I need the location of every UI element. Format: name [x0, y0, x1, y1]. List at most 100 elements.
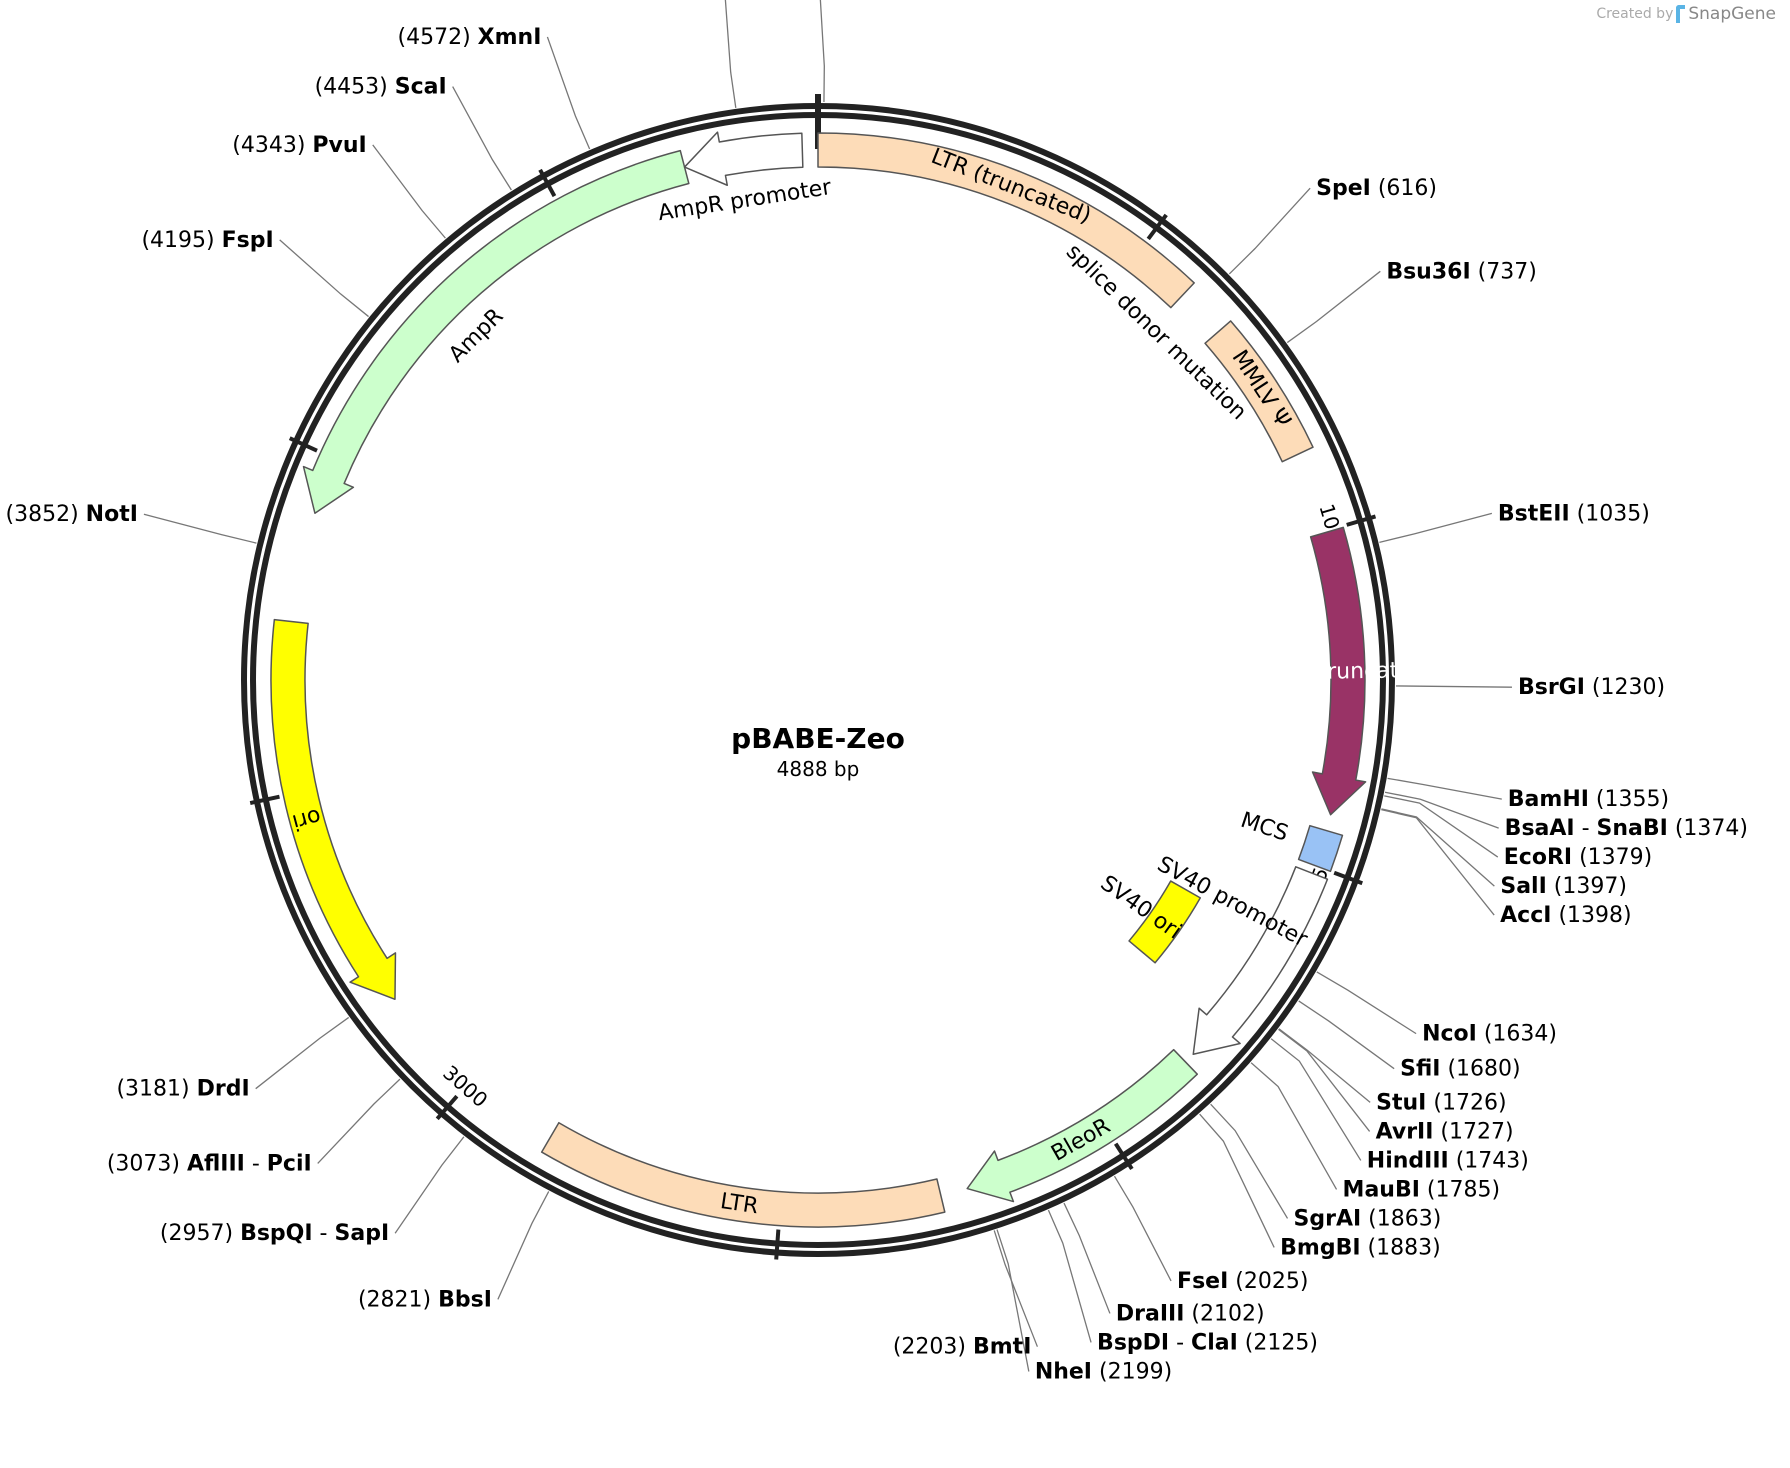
site-sgrai: SgrAI (1863)	[1210, 1103, 1441, 1231]
site-label: (3852) NotI	[6, 502, 138, 527]
site-leader-line	[819, 0, 825, 103]
site-bbsi: (2821) BbsI	[358, 1191, 550, 1312]
site-stui: StuI (1726)	[1278, 1028, 1507, 1115]
site-leader-line	[724, 0, 737, 108]
site-label: HindIII (1743)	[1367, 1148, 1529, 1173]
enzyme-name: NcoI	[1422, 1021, 1477, 1046]
enzyme-name: SalI	[1500, 874, 1546, 899]
credit-prefix: Created by	[1596, 6, 1674, 22]
site-leader-line	[1387, 777, 1502, 800]
site-leader-line	[546, 36, 591, 150]
site-leader-line	[1379, 512, 1493, 544]
plasmid-name: pBABE-Zeo	[731, 722, 905, 755]
site-position: (1398)	[1551, 903, 1631, 928]
site-position: (1727)	[1433, 1119, 1513, 1144]
site-fspi: (4195) FspI	[141, 227, 369, 318]
site-label: BstEII (1035)	[1498, 501, 1650, 526]
site-leader-line	[1278, 1028, 1371, 1103]
enzyme-name: BamHI	[1508, 787, 1589, 812]
enzyme-name: AvrII	[1376, 1119, 1434, 1144]
tick-mark	[1113, 1142, 1134, 1170]
site-leader-line	[1381, 808, 1495, 887]
site-label: (2957) BspQI - SapI	[160, 1221, 389, 1246]
enzyme-name: ClaI	[1191, 1330, 1238, 1355]
snapgene-logo-icon	[1676, 5, 1686, 23]
enzyme-name: NotI	[86, 502, 138, 527]
tick-mark	[774, 1229, 781, 1260]
site-acci: AccI (1398)	[1381, 809, 1632, 928]
site-label: EcoRI (1379)	[1504, 845, 1652, 870]
site-avrii: AvrII (1727)	[1278, 1028, 1514, 1144]
site-leader-line	[1063, 1202, 1111, 1314]
enzyme-name: BspDI	[1097, 1330, 1169, 1355]
site-label: (2203) BmtI	[893, 1334, 1032, 1359]
plasmid-size: 4888 bp	[777, 757, 860, 781]
site-position: (1785)	[1420, 1177, 1500, 1202]
enzyme-name: BsaAI	[1505, 816, 1575, 841]
tick-mark	[288, 436, 318, 453]
site-leader-line	[1395, 685, 1512, 688]
site-position: (1680)	[1440, 1056, 1520, 1081]
site-label: BsaAI - SnaBI (1374)	[1505, 816, 1748, 841]
site-leader-line	[497, 1191, 550, 1300]
site-bfuai-bspmi-paqci: BfuAI - BspMI - PaqCI (8)	[819, 0, 825, 103]
site-position: (2199)	[1092, 1359, 1172, 1384]
site-label: DraIII (2102)	[1116, 1301, 1265, 1326]
site-position: (4195)	[141, 227, 221, 252]
site-label: (4343) PvuI	[232, 132, 366, 157]
site-draiii: DraIII (2102)	[1063, 1202, 1265, 1326]
site-leader-line	[1316, 971, 1417, 1035]
tick-mark	[1333, 870, 1363, 886]
site-position: (1374)	[1668, 816, 1748, 841]
feature-ltr-truncated	[817, 132, 1195, 309]
site-label: (3181) DrdI	[116, 1076, 249, 1101]
site-bsteii: BstEII (1035)	[1379, 501, 1650, 544]
feature-ltr	[540, 1121, 946, 1228]
site-position: (2821)	[358, 1287, 438, 1312]
enzyme-name: BbsI	[438, 1287, 492, 1312]
site-leader-line	[1113, 1175, 1172, 1282]
enzyme-name: AccI	[1500, 903, 1551, 928]
site-leader-line	[1228, 187, 1311, 275]
feature-arcs	[270, 131, 1367, 1228]
site-leader-line	[996, 1229, 1030, 1372]
feature-mmlv	[1204, 320, 1314, 463]
site-leader-line	[279, 239, 369, 318]
site-label: BmgBI (1883)	[1280, 1235, 1441, 1260]
site-ncoi: NcoI (1634)	[1316, 971, 1557, 1046]
site-bspqi-sapi: (2957) BspQI - SapI	[160, 1136, 465, 1246]
site-label: StuI (1726)	[1376, 1090, 1506, 1115]
site-label: MauBI (1785)	[1343, 1177, 1501, 1202]
site-position: (4453)	[315, 74, 395, 99]
feature-ori	[270, 618, 397, 1001]
site-leader-line	[1384, 791, 1499, 829]
site-nhei: NheI (2199)	[996, 1229, 1172, 1384]
site-fsei: FseI (2025)	[1113, 1175, 1308, 1293]
site-drdi: (3181) DrdI	[116, 1016, 350, 1101]
site-leader-line	[1298, 1000, 1395, 1070]
plasmid-backbone	[241, 94, 1395, 1257]
enzyme-name: ScaI	[395, 74, 447, 99]
enzyme-name: AflIII	[187, 1151, 245, 1176]
feature-label-mcs: MCS	[1237, 808, 1291, 847]
enzyme-name: BspQI	[240, 1221, 313, 1246]
site-position: (1883)	[1361, 1235, 1441, 1260]
site-leader-line	[143, 513, 257, 544]
site-leader-line	[255, 1016, 350, 1090]
site-position: (1230)	[1585, 675, 1665, 700]
enzyme-name: FseI	[1177, 1268, 1228, 1293]
enzyme-name: FspI	[222, 227, 274, 252]
site-label: BamHI (1355)	[1508, 787, 1669, 812]
enzyme-name: SfiI	[1400, 1056, 1440, 1081]
site-position: (1355)	[1589, 787, 1669, 812]
site-position: (737)	[1471, 259, 1537, 284]
site-leader-line	[1047, 1209, 1092, 1343]
credit-brand: SnapGene	[1688, 4, 1776, 24]
enzyme-name: DraIII	[1116, 1301, 1185, 1326]
feature-label-ltr-truncated: LTR (truncated)	[928, 144, 1095, 229]
site-position: (4343)	[232, 132, 312, 157]
plasmid-center-label: pBABE-Zeo 4888 bp	[731, 722, 905, 781]
site-position: (2203)	[893, 1334, 973, 1359]
enzyme-name: SnaBI	[1597, 816, 1668, 841]
site-label: NheI (2199)	[1035, 1359, 1172, 1384]
